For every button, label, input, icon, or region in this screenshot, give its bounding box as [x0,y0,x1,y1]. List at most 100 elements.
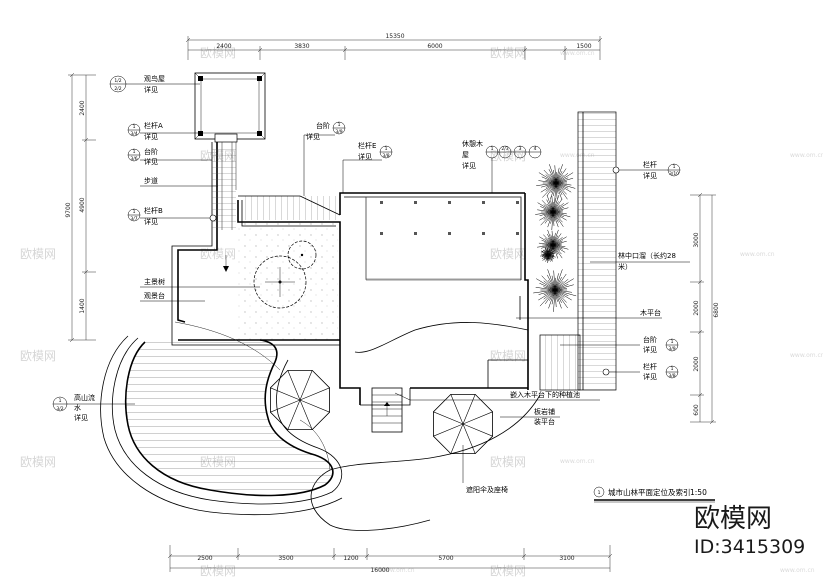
brand-watermark: 欧模网 ID:3415309 [694,504,805,558]
watermark-pattern: 欧模网 欧模网 www.om.cn 欧模网 欧模网 www.om.cn www.… [20,46,823,578]
svg-text:4: 4 [534,146,537,152]
svg-text:1:50: 1:50 [690,488,707,497]
dim-bottom-3: 1200 [343,555,358,562]
svg-text:详见: 详见 [643,345,657,354]
shrub-icon [536,164,576,204]
dim-top-2: 3830 [294,43,309,50]
svg-text:遮阳伞及座椅: 遮阳伞及座椅 [466,485,508,494]
svg-text:3/10: 3/10 [669,171,679,177]
svg-text:1: 1 [133,124,136,130]
svg-text:欧模网: 欧模网 [490,247,526,261]
svg-text:www.om.cn: www.om.cn [790,352,823,359]
brand-logo-text: 欧模网 [694,504,772,534]
brand-id-text: ID:3415309 [694,536,805,558]
label-umbrella: 遮阳伞及座椅 [462,445,508,494]
bottom-dimension-chain: 2500 3500 1200 5700 3100 16000 [167,545,613,574]
label-railing-right: 栏杆 详见 1 3/10 [612,160,681,180]
svg-text:水: 水 [74,403,81,412]
dim-top-1: 2400 [216,43,231,50]
svg-text:详见: 详见 [358,152,372,161]
svg-text:www.om.cn: www.om.cn [740,251,775,258]
svg-text:2/2: 2/2 [114,86,121,92]
right-dimension-chain: 6800 3000 2000 2000 600 [690,192,720,425]
svg-text:详见: 详见 [306,132,320,141]
svg-text:高山流: 高山流 [74,393,95,402]
dim-right-3: 2000 [693,356,700,371]
water-pool [100,335,343,515]
svg-text:1: 1 [598,490,601,496]
svg-text:3/2: 3/2 [56,406,63,412]
dim-bottom-4: 5700 [438,555,453,562]
svg-text:栏杆A: 栏杆A [144,121,163,130]
svg-text:休憩木: 休憩木 [462,139,483,148]
svg-text:观景台: 观景台 [144,291,165,300]
svg-text:3/8: 3/8 [668,373,675,379]
central-platform [339,192,529,406]
svg-text:3/9: 3/9 [668,346,675,352]
shrub-icon [533,269,577,312]
label-viewing-deck: 观景台 [140,291,205,302]
svg-text:欧模网: 欧模网 [490,349,526,363]
svg-text:3/6: 3/6 [130,156,137,162]
label-steps-top: 台阶 详见 1 3/9 [303,121,346,196]
dim-left-3: 1400 [79,298,86,313]
svg-text:2/3: 2/3 [501,146,508,152]
svg-text:3/9: 3/9 [335,129,342,135]
dim-top-total: 15350 [385,33,404,40]
label-slate-platform: 板岩铺 装平台 [500,407,560,426]
label-planting-pit: 嵌入木平台下的种植池 [394,390,600,401]
stairs-bottom [371,387,403,433]
dim-bottom-2: 3500 [278,555,293,562]
svg-text:详见: 详见 [74,413,88,422]
svg-text:栏杆: 栏杆 [643,362,657,371]
feature-tree-small [287,240,317,270]
svg-text:米）: 米） [618,262,632,271]
dim-bottom-5: 3100 [559,555,574,562]
svg-text:3/4: 3/4 [130,131,137,137]
svg-text:1: 1 [671,366,674,372]
svg-text:欧模网: 欧模网 [490,46,526,60]
umbrella-right [432,393,494,455]
dim-bottom-1: 2500 [197,555,212,562]
svg-text:台阶: 台阶 [144,147,158,156]
svg-text:林中口溜（长约28: 林中口溜（长约28 [618,251,676,260]
svg-text:www.om.cn: www.om.cn [790,152,823,159]
svg-text:欧模网: 欧模网 [20,455,56,469]
svg-text:1: 1 [671,339,674,345]
top-dimension-chain: 15350 2400 3830 6000 1500 [185,33,603,60]
label-wood-deck: 木平台 [516,308,662,319]
svg-text:1: 1 [673,164,676,170]
label-forest-wall: 林中口溜（长约28 米） [590,251,690,271]
svg-text:1: 1 [133,209,136,215]
svg-text:欧模网: 欧模网 [200,46,236,60]
svg-text:嵌入木平台下的种植池: 嵌入木平台下的种植池 [510,390,580,399]
svg-text:屋: 屋 [462,151,469,159]
label-railing-b: 1 3/7 栏杆B 详见 [127,206,217,226]
svg-text:3/7: 3/7 [130,216,137,222]
dim-left-2: 4900 [79,197,86,212]
dim-right-1: 3000 [693,232,700,247]
svg-text:3: 3 [519,146,522,152]
shrub-icon [540,247,556,264]
svg-text:详见: 详见 [144,85,158,94]
umbrella-left [269,369,331,431]
svg-text:1: 1 [133,149,136,155]
svg-text:详见: 详见 [643,171,657,180]
shrub-group [533,164,577,312]
svg-text:详见: 详见 [462,161,476,170]
label-main-tree: 主景树 [140,277,260,288]
svg-text:1: 1 [59,398,62,404]
svg-text:详见: 详见 [144,157,158,166]
dim-left-1: 2400 [79,100,86,115]
dim-right-2: 2000 [693,300,700,315]
svg-text:www.om.cn: www.om.cn [560,152,595,159]
svg-text:详见: 详见 [144,132,158,141]
dim-right-total: 6800 [713,302,720,317]
dim-left-total: 9700 [65,202,72,217]
svg-text:欧模网: 欧模网 [200,247,236,261]
svg-text:1/2: 1/2 [114,78,121,84]
svg-text:详见: 详见 [144,217,158,226]
svg-text:台阶: 台阶 [643,335,657,344]
label-guanniaowu: 1/2 2/2 观鸟屋 详见 [109,74,200,94]
